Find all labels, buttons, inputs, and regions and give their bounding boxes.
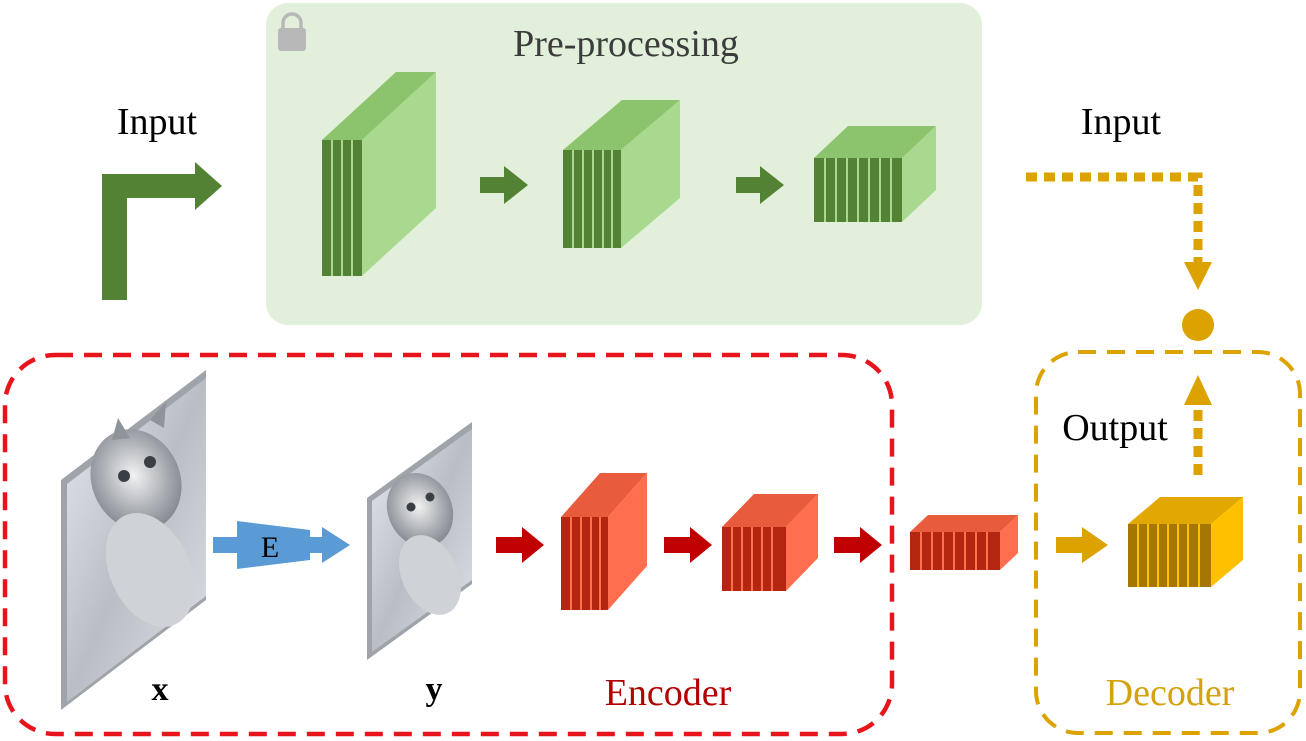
merge-point <box>1182 309 1214 341</box>
input-label-left: Input <box>117 101 198 143</box>
encoder-box <box>2 352 895 737</box>
input-dotted-connector <box>1026 172 1214 341</box>
lock-icon <box>278 12 306 51</box>
encoder-feature-block-1 <box>561 473 647 610</box>
input-label-right: Input <box>1081 101 1162 143</box>
pre-feature-block-2 <box>563 100 680 248</box>
output-label: Output <box>1062 407 1168 449</box>
encoder-feature-block-2 <box>722 494 818 591</box>
preprocessing-title: Pre-processing <box>513 23 739 65</box>
pre-feature-block-3 <box>814 126 936 222</box>
encoder-label: Encoder <box>605 672 732 714</box>
pre-feature-block-1 <box>322 72 436 276</box>
input-bent-arrow <box>102 162 222 300</box>
encoder-arrow-3 <box>834 527 882 563</box>
decoder-box <box>1034 350 1302 735</box>
encoder-arrow-2 <box>664 527 712 563</box>
pre-arrow-2 <box>736 166 784 204</box>
input-image-y <box>367 422 472 660</box>
decoder-feature-block <box>1128 497 1243 587</box>
pre-arrow-1 <box>480 166 528 204</box>
decoder-arrow-in <box>1056 527 1108 563</box>
encoder-arrow-1 <box>496 527 544 563</box>
output-dotted-arrow <box>1184 375 1212 475</box>
image-x-label: x <box>152 671 169 708</box>
transform-e-label: E <box>261 531 279 564</box>
decoder-label: Decoder <box>1106 672 1235 714</box>
input-image-x <box>61 370 206 710</box>
latent-feature-block <box>910 515 1018 570</box>
image-y-label: y <box>426 671 443 708</box>
transform-e-arrow <box>213 521 350 569</box>
